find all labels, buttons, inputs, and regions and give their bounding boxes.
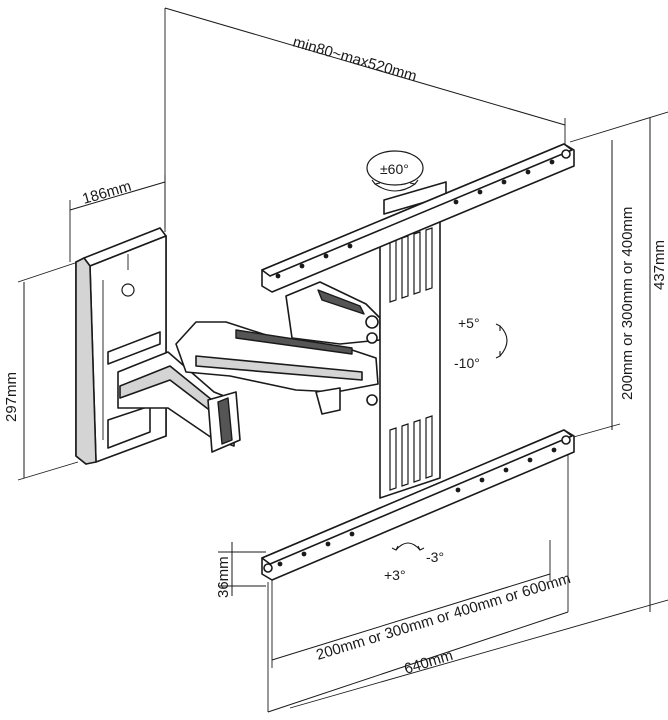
total-height-label: 437mm — [651, 240, 668, 290]
total-width-label: 640mm — [402, 647, 455, 678]
swivel-label: ±60° — [380, 161, 409, 177]
tilt-indicator — [495, 323, 508, 359]
articulating-arm — [117, 281, 381, 453]
vertical-bracket — [379, 181, 447, 499]
swivel-indicator — [366, 150, 424, 192]
dimension-lines — [17, 7, 668, 713]
level-minus-label: -3° — [426, 549, 444, 565]
vertical-vesa-label: 200mm or 300mm or 400mm — [619, 207, 636, 400]
wall-plate-screw-hole — [121, 283, 135, 297]
wall-plate — [75, 227, 167, 465]
arm-extension-label: min80~max520mm — [291, 34, 419, 86]
wall-plate-depth-label: 186mm — [80, 178, 133, 208]
tilt-down-label: -10° — [454, 355, 480, 371]
tilt-up-label: +5° — [458, 315, 480, 331]
level-plus-label: +3° — [384, 567, 406, 583]
bottom-rail — [261, 429, 575, 581]
rail-height-label: 36mm — [215, 556, 232, 598]
level-indicator — [391, 542, 425, 551]
top-rail — [261, 143, 575, 293]
wall-plate-height-label: 297mm — [3, 372, 20, 422]
